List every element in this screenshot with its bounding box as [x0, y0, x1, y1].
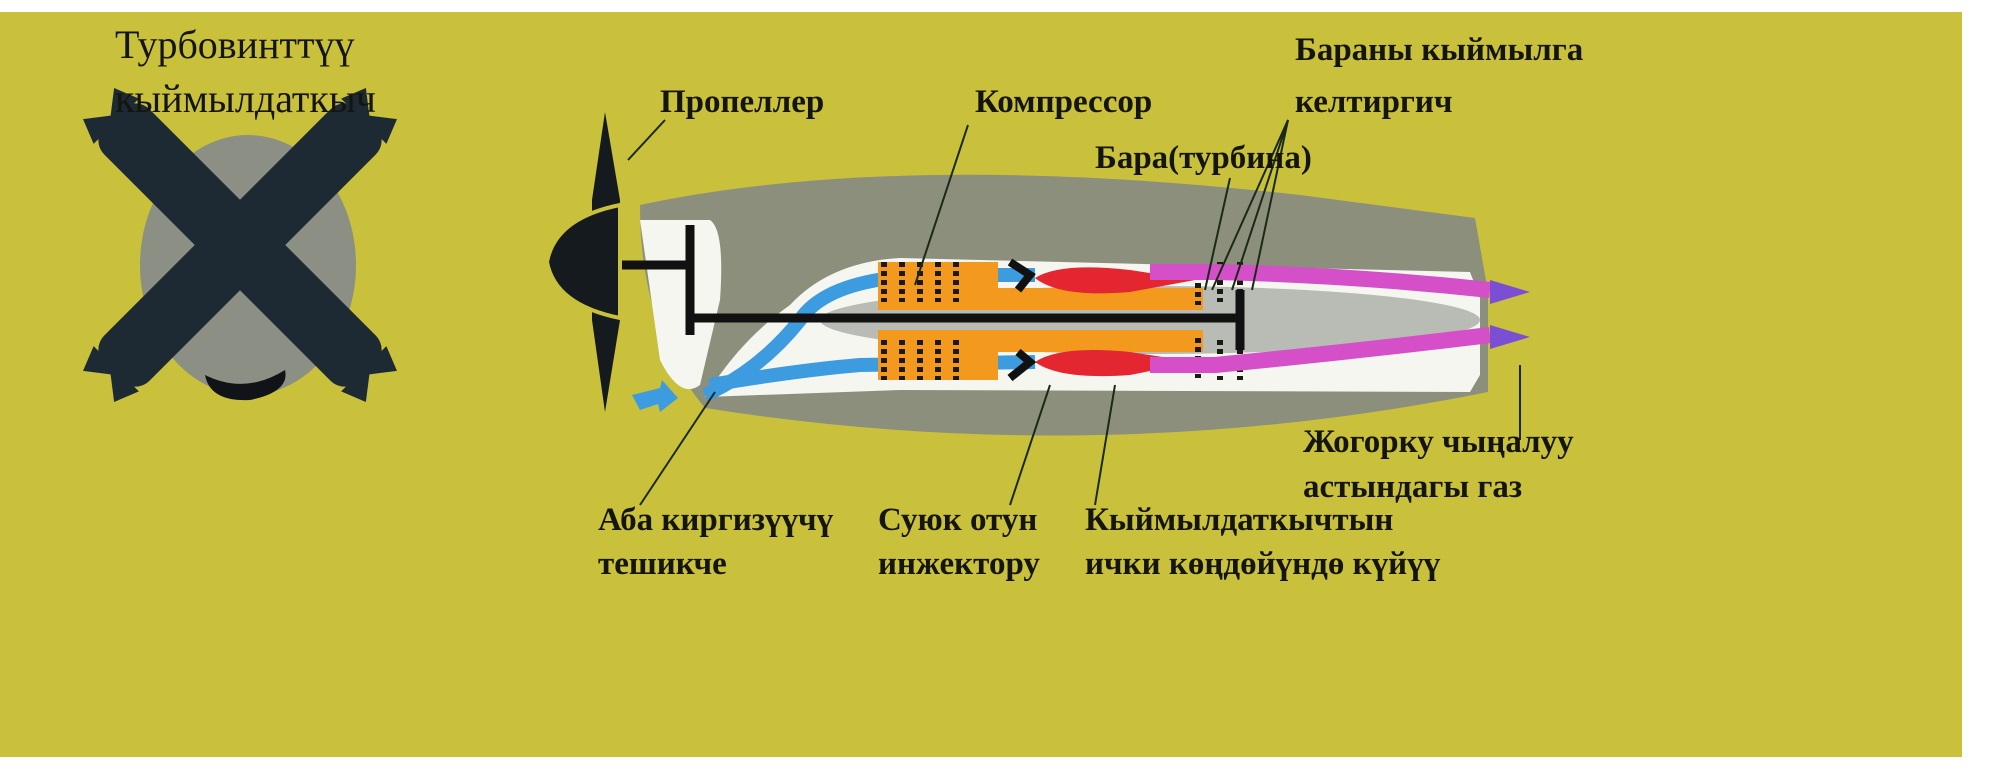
title-line-2: кыймылдаткыч: [115, 76, 376, 121]
exhaust-arrow-upper-icon: [1490, 280, 1530, 304]
label-turbine: Бара(турбина): [1095, 140, 1312, 176]
label-air-intake-1: Аба киргизүүчү: [598, 502, 834, 538]
fuel-injector-upper: [1007, 258, 1036, 293]
label-turbine-drive-2: келтиргич: [1295, 84, 1453, 120]
front-view-engine: [83, 88, 397, 402]
airflow-bottom: [708, 355, 1036, 392]
exhaust-arrow-lower-icon: [1490, 325, 1530, 349]
label-air-intake-2: тешикче: [598, 546, 727, 582]
label-fuel-injector-2: инжектору: [878, 546, 1040, 582]
side-view-engine: [544, 112, 1530, 436]
label-fuel-injector-1: Суюк отун: [878, 502, 1037, 538]
label-compressor: Компрессор: [975, 84, 1152, 120]
leader-lines: [627, 119, 1521, 506]
exhaust-flow-upper: [1150, 264, 1491, 298]
air-inlet-arrow-icon: [632, 380, 678, 412]
front-view-propeller-icon: [83, 88, 397, 402]
label-exhaust-gas-1: Жогорку чыңалуу: [1303, 424, 1574, 460]
label-turbine-drive-1: Бараны кыймылга: [1295, 32, 1583, 68]
front-view-intake: [205, 370, 286, 401]
label-propeller: Пропеллер: [660, 84, 824, 120]
label-combustion-2: ички көңдөйүндө күйүү: [1085, 546, 1441, 582]
shaft: [620, 225, 1245, 350]
exhaust-flow-lower: [1150, 327, 1491, 373]
spinner: [544, 202, 622, 321]
label-combustion-1: Кыймылдаткычтын: [1085, 502, 1393, 538]
label-exhaust-gas-2: астындагы газ: [1303, 469, 1522, 505]
title-line-1: Турбовинттүү: [115, 22, 354, 67]
fuel-injector-lower: [1007, 348, 1037, 382]
